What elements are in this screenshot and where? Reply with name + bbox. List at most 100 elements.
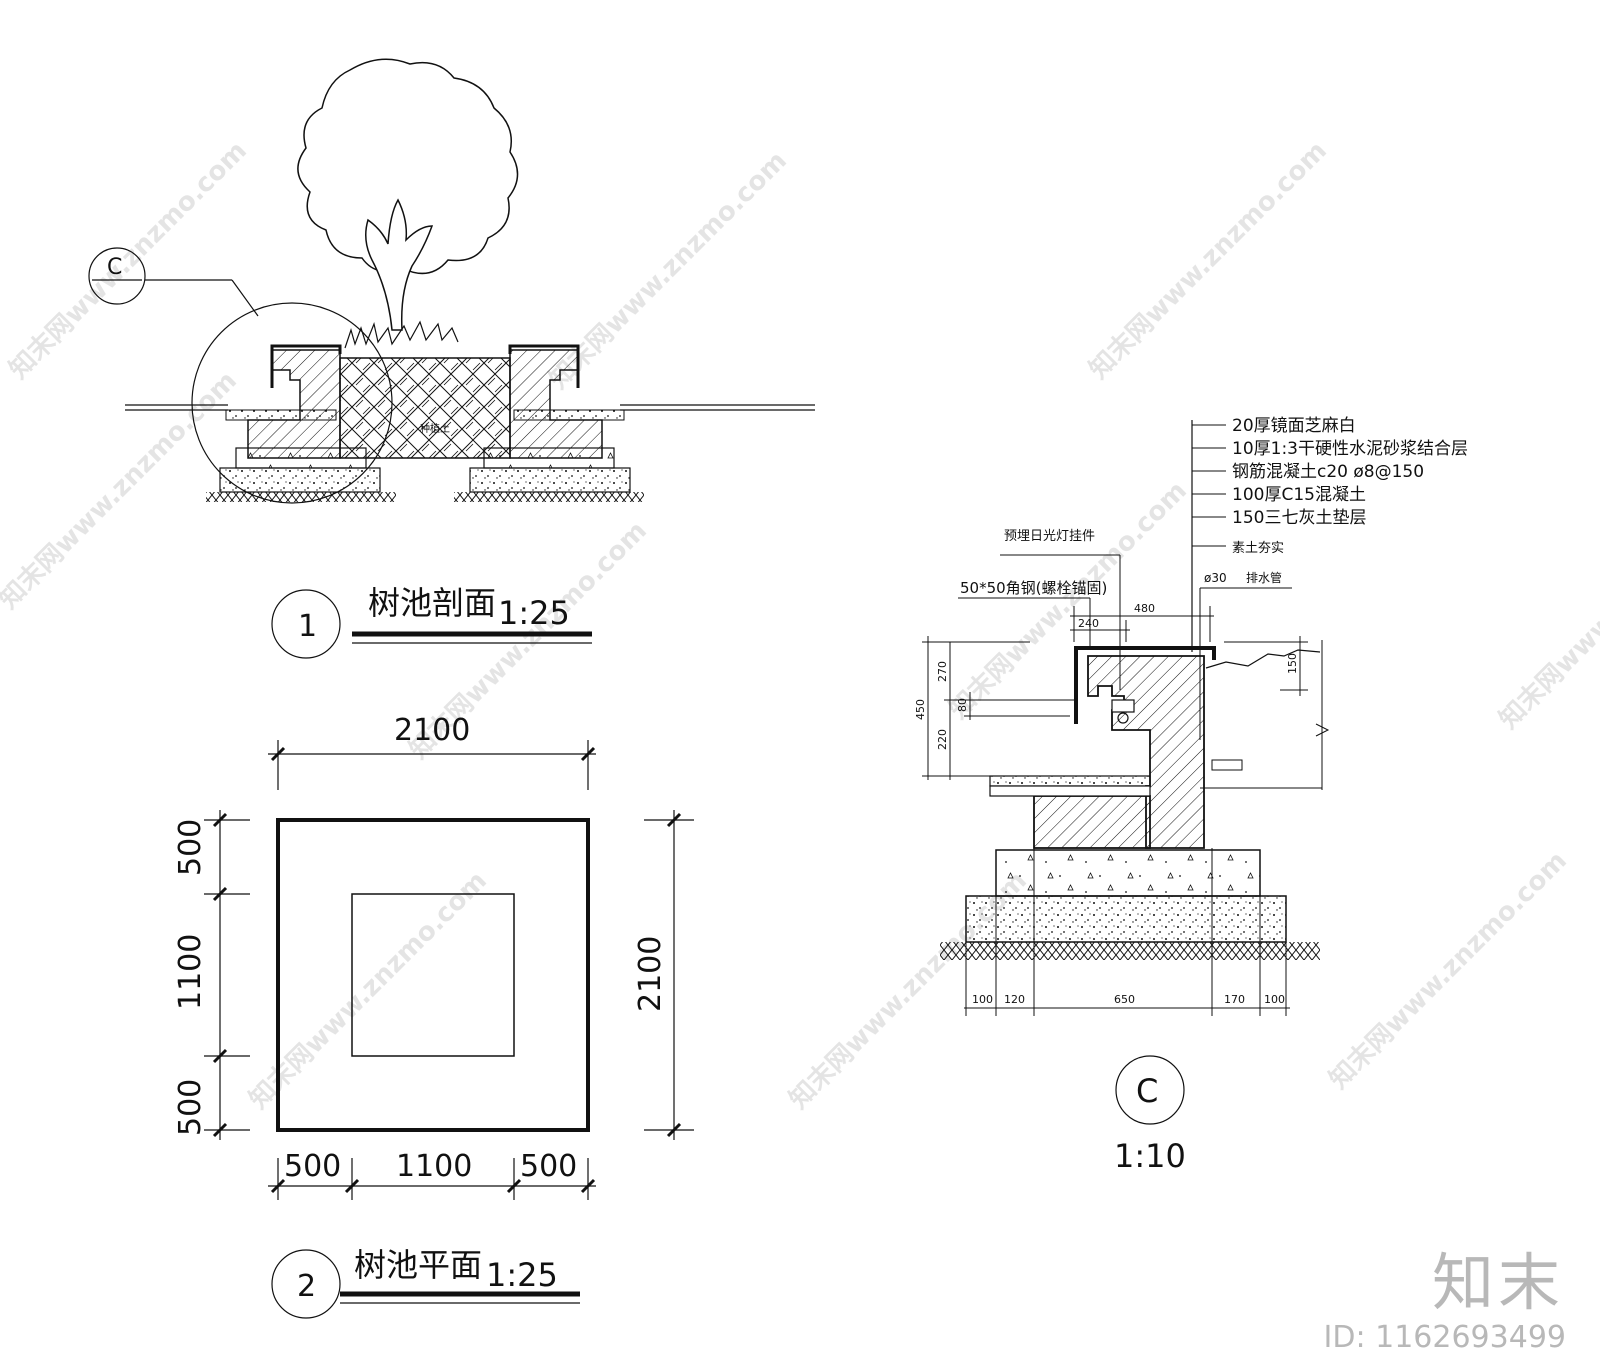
dim-right-total: 2100 xyxy=(633,936,668,1012)
detail-circle xyxy=(191,302,393,504)
dim-bottom-3: 500 xyxy=(520,1149,577,1184)
tree-pit-section: 种植土 C 1 树池剖面 1:25 xyxy=(88,58,815,659)
doc-id: ID: 1162693499 xyxy=(1323,1320,1566,1355)
layer-label-5: 150三七灰土垫层 xyxy=(1232,508,1366,528)
dim-bottom-100a: 100 xyxy=(972,993,993,1006)
dim-right-150: 150 xyxy=(1286,653,1299,674)
dim-tick xyxy=(212,886,228,902)
dim-tick xyxy=(666,812,682,828)
dim-left-270: 270 xyxy=(936,661,949,682)
view-number-circle xyxy=(271,589,341,659)
dim-left-3: 500 xyxy=(173,1079,208,1136)
watermark-text: 知末网www.znzmo.com xyxy=(4,136,253,385)
right-soil xyxy=(454,492,644,502)
lower-block xyxy=(1033,795,1151,849)
c15-concrete xyxy=(995,849,1261,897)
slab xyxy=(989,785,1151,797)
left-wall xyxy=(247,349,341,459)
note-angle-steel: 50*50角钢(螺栓锚固) xyxy=(960,579,1107,597)
watermark-text: 知末网www.znzmo.com xyxy=(244,866,493,1115)
break-symbol xyxy=(1315,723,1330,737)
drain-pipe-stub xyxy=(1211,759,1243,771)
tree-trunk xyxy=(365,198,434,331)
note-light-fixture: 预埋日光灯挂件 xyxy=(1004,529,1095,544)
left-pad xyxy=(225,409,337,421)
watermark-text: 知末网www.znzmo.com xyxy=(0,366,243,615)
layer-label-4: 100厚C15混凝土 xyxy=(1232,485,1366,505)
layer-label-3: 钢筋混凝土c20 ø8@150 xyxy=(1232,462,1424,482)
view-number: 2 xyxy=(297,1269,316,1304)
view-title: 树池平面 xyxy=(354,1246,482,1284)
dim-tick xyxy=(580,746,596,762)
section-callout-letter: C xyxy=(107,255,122,280)
light-bulb xyxy=(1117,712,1129,724)
dim-tick xyxy=(212,1048,228,1064)
dim-bottom-1: 500 xyxy=(284,1149,341,1184)
dim-bottom-120: 120 xyxy=(1004,993,1025,1006)
view-title: 树池剖面 xyxy=(368,584,496,622)
shrub xyxy=(344,320,459,349)
planting-soil xyxy=(339,357,511,459)
soil-surface xyxy=(1205,649,1321,669)
dim-left-450: 450 xyxy=(914,699,927,720)
light-fixture xyxy=(1111,699,1135,713)
left-cap xyxy=(270,344,342,388)
watermark-text: 知末网www.znzmo.com xyxy=(1084,136,1333,385)
lime-soil-cushion xyxy=(965,895,1287,943)
dim-bottom-170: 170 xyxy=(1224,993,1245,1006)
plan-outer xyxy=(276,818,590,1132)
watermark-text: 知末网www.znzmo.com xyxy=(1494,486,1600,735)
dim-left-2: 1100 xyxy=(173,934,208,1010)
right-base xyxy=(469,467,631,493)
left-footing xyxy=(235,447,367,469)
compacted-soil xyxy=(940,942,1320,960)
dim-tick xyxy=(506,1178,522,1194)
callout-bubble xyxy=(88,247,146,305)
detail-c: 20厚镜面芝麻白 10厚1:3干硬性水泥砂浆结合层 钢筋混凝土c20 ø8@15… xyxy=(914,416,1468,1175)
view-number: 1 xyxy=(298,609,317,644)
right-pad xyxy=(513,409,625,421)
tree-crown xyxy=(297,58,519,275)
right-footing xyxy=(483,447,615,469)
dim-tick xyxy=(270,746,286,762)
brand-logo: 知末 xyxy=(1431,1246,1564,1319)
detail-callout-letter: C xyxy=(1136,1072,1158,1110)
dim-left-220: 220 xyxy=(936,729,949,750)
dim-bottom-650: 650 xyxy=(1114,993,1135,1006)
detail-callout-circle xyxy=(1115,1055,1185,1125)
layer-label-2: 10厚1:3干硬性水泥砂浆结合层 xyxy=(1232,439,1468,459)
dim-bottom-2: 1100 xyxy=(396,1149,472,1184)
dim-tick xyxy=(212,812,228,828)
detail-scale: 1:10 xyxy=(1114,1137,1186,1175)
dim-tick xyxy=(270,1178,286,1194)
layer-label-1: 20厚镜面芝麻白 xyxy=(1232,416,1356,436)
plan-inner xyxy=(351,893,515,1057)
watermark-layer: 知末网www.znzmo.com 知末网www.znzmo.com 知末网www… xyxy=(0,136,1600,1115)
layer-label-6: 素土夯实 xyxy=(1232,541,1284,556)
paving-layer xyxy=(989,775,1151,787)
note-drain-pipe: 排水管 xyxy=(1246,570,1282,585)
left-soil xyxy=(206,492,396,502)
dim-left-1: 500 xyxy=(173,819,208,876)
view-number-circle xyxy=(271,1249,341,1319)
dim-top-total: 2100 xyxy=(394,713,470,748)
note-pipe-diameter: ø30 xyxy=(1204,571,1227,585)
left-base xyxy=(219,467,381,493)
callout-leader xyxy=(231,279,259,317)
dim-top-240: 240 xyxy=(1078,617,1099,630)
dim-tick xyxy=(344,1178,360,1194)
dim-left-80: 80 xyxy=(956,698,969,712)
watermark-text: 知末网www.znzmo.com xyxy=(1324,846,1573,1095)
watermark-text: 知末网www.znzmo.com xyxy=(544,146,793,395)
dim-tick xyxy=(666,1122,682,1138)
planting-soil-label: 种植土 xyxy=(420,422,450,435)
tree-pit-plan: 2100 2100 500 1100 500 500 1100 500 xyxy=(173,713,694,1319)
dim-top-480: 480 xyxy=(1134,602,1155,615)
dim-tick xyxy=(212,1122,228,1138)
right-cap xyxy=(508,344,580,388)
dim-bottom-100b: 100 xyxy=(1264,993,1285,1006)
view-scale: 1:25 xyxy=(486,1256,558,1294)
dim-tick xyxy=(580,1178,596,1194)
view-scale: 1:25 xyxy=(498,594,570,632)
